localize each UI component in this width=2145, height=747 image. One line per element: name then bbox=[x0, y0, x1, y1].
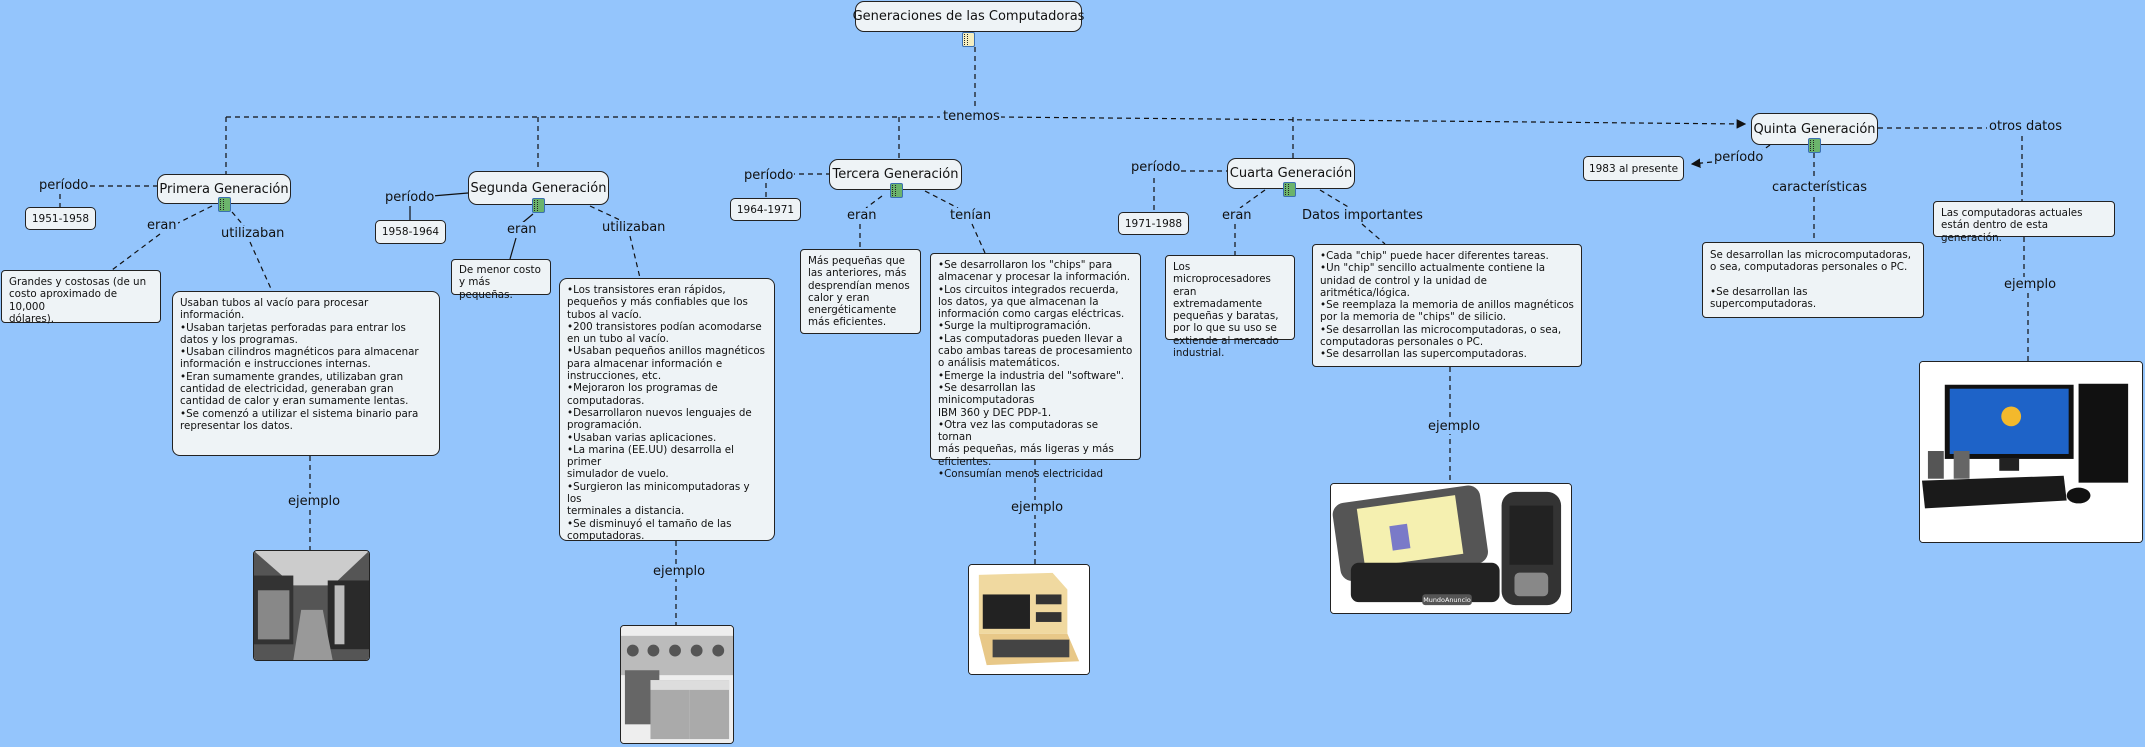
period-box[interactable]: 1971-1988 bbox=[1118, 212, 1189, 235]
link-label-ejemplo: ejemplo bbox=[652, 564, 707, 579]
node-tercera-generacion[interactable]: Tercera Generación bbox=[829, 159, 962, 190]
concept-box[interactable]: •Se desarrollaron los "chips" para almac… bbox=[930, 253, 1141, 480]
film-icon[interactable] bbox=[890, 183, 903, 198]
link-label-ejemplo: ejemplo bbox=[287, 494, 342, 509]
connector-line bbox=[999, 116, 1747, 129]
link-label-ejemplo: ejemplo bbox=[2003, 277, 2058, 292]
root-node[interactable]: Generaciones de las Computadoras bbox=[852, 1, 1085, 32]
link-label-periodo: período bbox=[384, 190, 436, 205]
image-smartphones[interactable]: MundoAnuncio bbox=[1330, 483, 1572, 614]
connector-line bbox=[509, 237, 517, 260]
node-segunda-generacion[interactable]: Segunda Generación bbox=[468, 171, 609, 205]
link-label-tenemos: tenemos bbox=[942, 109, 1001, 124]
link-label-tenian: tenían bbox=[949, 208, 993, 223]
connector-line bbox=[971, 223, 986, 254]
node-label: Primera Generación bbox=[159, 181, 289, 197]
node-label: Quinta Generación bbox=[1753, 121, 1876, 137]
link-label-otros-datos: otros datos bbox=[1988, 119, 2064, 134]
concept-box[interactable]: Los microprocesadores eran extremadament… bbox=[1165, 255, 1295, 359]
period-text: 1958-1964 bbox=[381, 226, 440, 238]
concept-box[interactable]: Las computadoras actuales están dentro d… bbox=[1933, 201, 2115, 244]
period-text: 1951-1958 bbox=[31, 212, 90, 225]
concept-box[interactable]: •Cada "chip" puede hacer diferentes tare… bbox=[1312, 244, 1582, 367]
concept-box[interactable]: Se desarrollan las microcomputadoras, o … bbox=[1702, 242, 1924, 318]
period-box[interactable]: 1958-1964 bbox=[375, 220, 446, 244]
link-label-datos-importantes: Datos importantes bbox=[1301, 208, 1424, 223]
node-primera-generacion[interactable]: Primera Generación bbox=[157, 174, 291, 204]
connector-line bbox=[1690, 158, 1713, 168]
node-label: Tercera Generación bbox=[832, 167, 959, 182]
period-text: 1964-1971 bbox=[736, 203, 795, 216]
period-text: 1971-1988 bbox=[1124, 217, 1183, 230]
link-label-eran: eran bbox=[846, 208, 878, 223]
image-caption: MundoAnuncio bbox=[1423, 596, 1471, 604]
node-label: Segunda Generación bbox=[470, 180, 607, 196]
link-label-periodo: período bbox=[743, 168, 795, 183]
connector-line bbox=[431, 192, 469, 197]
link-label-utilizaban: utilizaban bbox=[220, 226, 286, 241]
link-label-eran: eran bbox=[506, 222, 538, 237]
connector-line bbox=[865, 195, 883, 209]
concept-box[interactable]: Usaban tubos al vacío para procesar info… bbox=[172, 291, 440, 456]
connector-line bbox=[111, 233, 161, 271]
node-label: Cuarta Generación bbox=[1229, 166, 1353, 181]
image-beige-minicomputer[interactable] bbox=[968, 564, 1090, 675]
connector-line bbox=[1755, 144, 1771, 156]
concept-box[interactable]: •Los transistores eran rápidos, pequeños… bbox=[559, 278, 775, 542]
image-vacuum-tube-computer[interactable] bbox=[253, 550, 370, 661]
concept-box[interactable]: Grandes y costosas (de un costo aproxima… bbox=[1, 270, 161, 325]
connector-line bbox=[1319, 189, 1351, 209]
link-label-ejemplo: ejemplo bbox=[1427, 419, 1482, 434]
link-label-periodo: período bbox=[38, 178, 90, 193]
link-label-utilizaban: utilizaban bbox=[601, 220, 667, 235]
link-label-eran: eran bbox=[1221, 208, 1253, 223]
image-desktop-pc[interactable] bbox=[1919, 361, 2143, 543]
connector-line bbox=[249, 241, 273, 292]
period-box[interactable]: 1951-1958 bbox=[25, 207, 96, 230]
image-transistor-mainframe[interactable] bbox=[620, 625, 734, 744]
connector-line bbox=[1239, 189, 1266, 209]
link-label-caracteristicas: características bbox=[1771, 180, 1868, 195]
link-label-eran: eran bbox=[146, 218, 178, 233]
connector-line bbox=[231, 211, 245, 227]
concept-box[interactable]: Más pequeñas que las anteriores, más des… bbox=[800, 249, 921, 334]
connector-line bbox=[629, 235, 641, 279]
link-label-ejemplo: ejemplo bbox=[1010, 500, 1065, 515]
link-label-periodo: período bbox=[1130, 160, 1182, 175]
connector-line bbox=[1361, 223, 1386, 245]
connector-line bbox=[171, 205, 213, 227]
root-node-label: Generaciones de las Computadoras bbox=[852, 9, 1085, 24]
concept-box[interactable]: De menor costo y más pequeñas. bbox=[451, 259, 551, 301]
link-label-periodo: período bbox=[1713, 150, 1765, 165]
period-text: 1983 al presente bbox=[1588, 162, 1679, 175]
connector-line bbox=[924, 190, 959, 209]
period-box[interactable]: 1964-1971 bbox=[730, 198, 801, 221]
period-box[interactable]: 1983 al presente bbox=[1583, 156, 1684, 181]
document-icon[interactable] bbox=[962, 32, 975, 47]
film-icon[interactable] bbox=[1808, 138, 1821, 153]
film-icon[interactable] bbox=[218, 197, 231, 212]
film-icon[interactable] bbox=[1283, 182, 1296, 197]
film-icon[interactable] bbox=[532, 198, 545, 213]
connector-line bbox=[589, 205, 621, 221]
